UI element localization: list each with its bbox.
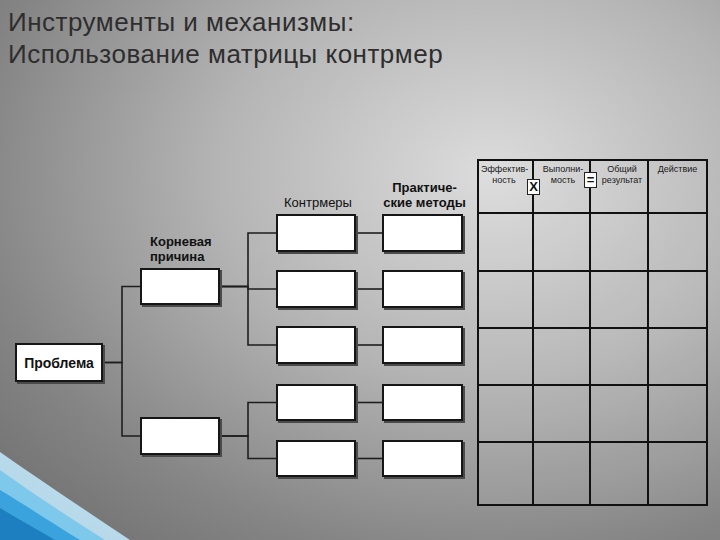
connector xyxy=(220,233,276,287)
connector xyxy=(103,363,140,437)
method-box xyxy=(382,270,463,308)
grid-line xyxy=(478,327,707,329)
grid-line xyxy=(532,160,534,505)
slide-title: Инструменты и механизмы: Использование м… xyxy=(8,6,478,70)
countermeasure-box xyxy=(276,384,356,421)
connector xyxy=(356,402,382,404)
connector xyxy=(356,344,382,346)
grid-line xyxy=(478,270,707,272)
matrix-frame xyxy=(478,160,707,505)
blue-swoosh xyxy=(0,470,105,540)
method-box: Практиче- ские методы xyxy=(382,214,463,252)
connector xyxy=(220,287,276,346)
countermeasure-box: Контрмеры xyxy=(276,214,356,252)
connector xyxy=(220,403,276,437)
operator-sign: = xyxy=(584,172,597,188)
connector xyxy=(103,287,140,363)
grid-line xyxy=(647,160,649,505)
column-heading: Практиче- ские методы xyxy=(376,180,473,210)
blue-swoosh xyxy=(0,452,130,540)
grid-line xyxy=(589,160,591,505)
method-box xyxy=(382,440,463,477)
method-box xyxy=(382,326,463,364)
table-header: Эффектив- ность xyxy=(481,164,527,186)
connector xyxy=(356,458,382,460)
operator-sign: X xyxy=(527,179,540,195)
table-header: Выполни- мость xyxy=(540,164,586,186)
grid-line xyxy=(478,384,707,386)
root-cause-box xyxy=(140,417,220,455)
connector xyxy=(220,436,276,459)
countermeasure-box xyxy=(276,326,356,364)
matrix-grid xyxy=(478,160,707,505)
countermeasure-box xyxy=(276,270,356,308)
grid-line xyxy=(478,441,707,443)
table-header: Действие xyxy=(650,164,705,175)
column-heading: Контрмеры xyxy=(278,195,358,210)
method-box xyxy=(382,384,463,421)
connector xyxy=(356,288,382,290)
problem-box: Проблема xyxy=(15,343,103,382)
table-header: Общий результат xyxy=(598,164,646,186)
grid-line xyxy=(478,212,707,214)
blue-swoosh xyxy=(0,508,55,540)
blue-swoosh xyxy=(0,490,80,540)
column-heading: Корневая причина xyxy=(150,234,224,264)
connector xyxy=(356,232,382,234)
box-label: Проблема xyxy=(20,355,98,371)
root-cause-box: Корневая причина xyxy=(140,268,220,305)
countermeasure-box xyxy=(276,440,356,477)
